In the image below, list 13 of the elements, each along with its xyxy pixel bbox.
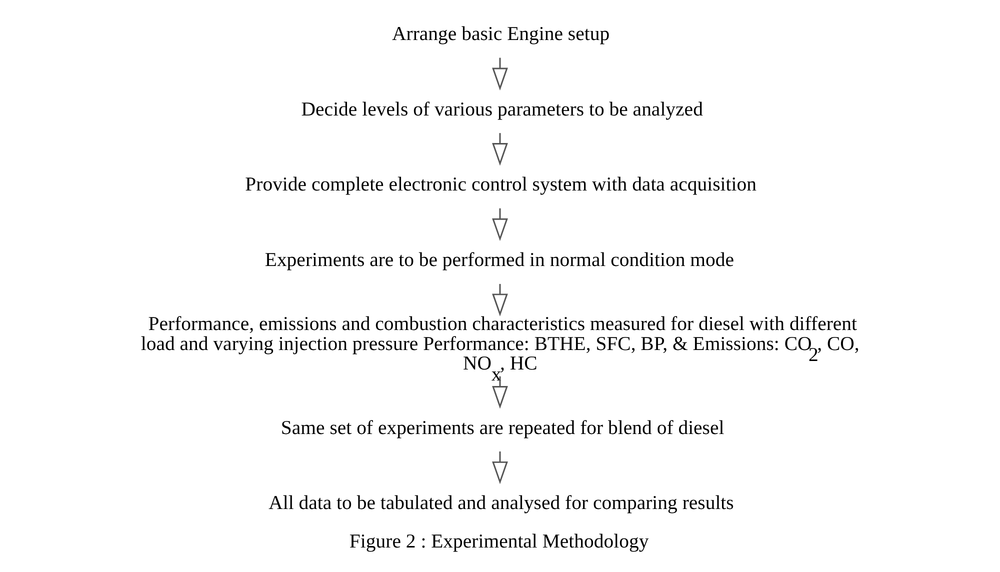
arrow: [492, 451, 508, 484]
node-text: Experiments are to be performed in normal condition mode: [264, 249, 734, 272]
node-text: Provide complete electronic control system with data acquisition: [245, 174, 756, 196]
node-text: All data to be tabulated and analysed for comparing results: [268, 492, 734, 514]
caption: Figure 2 : Experimental Methodology: [349, 530, 649, 552]
node-text: Same set of experiments are repeated for blend of diesel: [280, 416, 724, 439]
arrow: [492, 58, 508, 90]
node-text: Arrange basic Engine setup: [392, 23, 610, 46]
arrow: [492, 208, 508, 242]
arrow: [492, 284, 508, 316]
arrow: [492, 133, 508, 166]
node-text: Decide levels of various parameters to be analyzed: [301, 98, 703, 120]
arrow: [492, 376, 508, 409]
